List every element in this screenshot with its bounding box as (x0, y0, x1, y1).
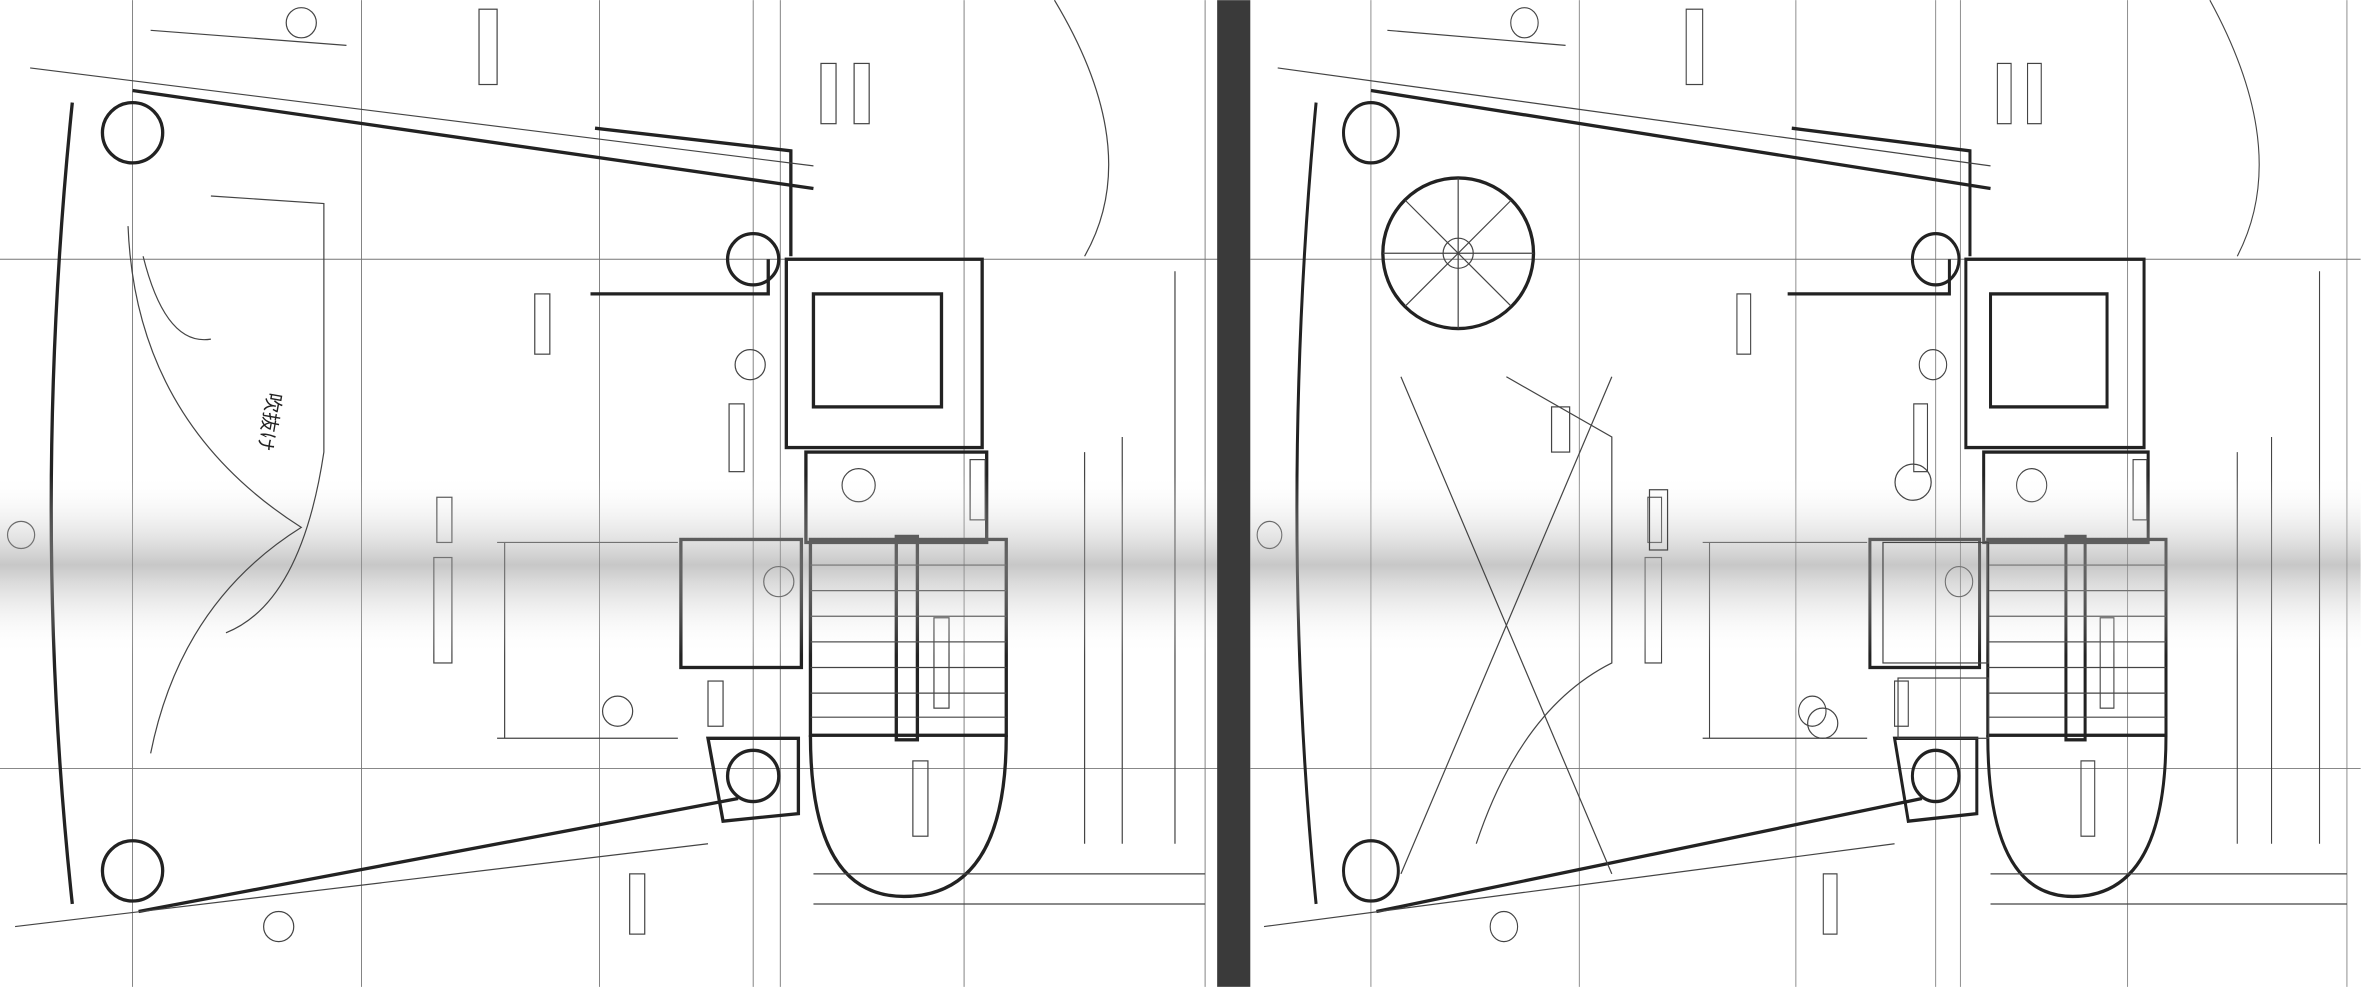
right-floor-plan (1248, 0, 2362, 987)
room-label-void: 吹抜け (253, 391, 286, 453)
spiral-stair (1381, 176, 1536, 331)
left-floor-plan: 吹抜け (0, 0, 1222, 987)
page-divider (1217, 0, 1251, 987)
